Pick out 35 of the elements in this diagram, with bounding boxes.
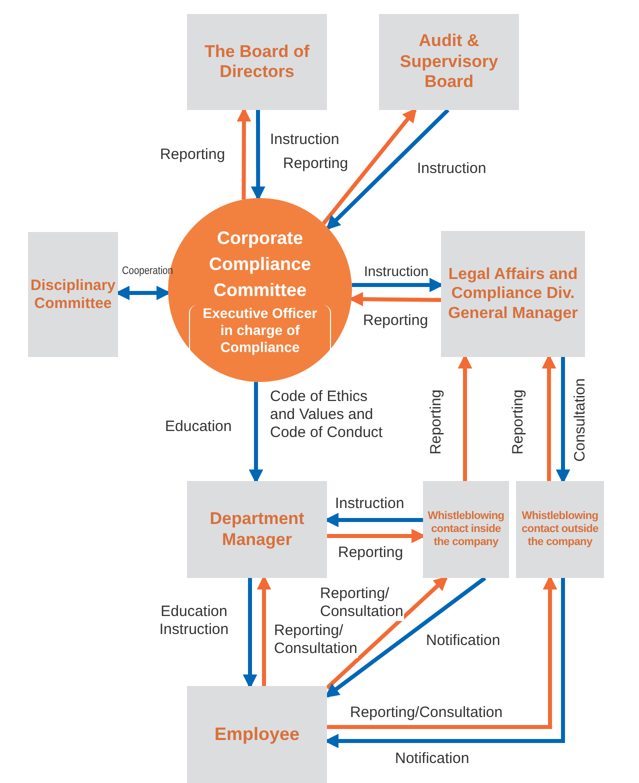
edge-label: Consultation	[572, 378, 590, 462]
committee-chair-note: Executive Officer in charge of Compliance	[189, 304, 331, 356]
edge-label: Reporting/ Consultation	[274, 622, 358, 658]
org-box	[423, 481, 509, 578]
arrow	[242, 578, 258, 689]
box-title: The Board of Directors	[204, 42, 310, 82]
arrow	[326, 108, 450, 230]
edge-label: Reporting	[510, 389, 528, 455]
box-title: Department Manager	[208, 509, 306, 550]
org-box	[28, 232, 118, 357]
box-title: Disciplinary Committee	[29, 276, 117, 312]
box-title: Legal Affairs and Compliance Div. General Manager	[447, 265, 579, 323]
org-box	[516, 481, 604, 578]
edge-label: Reporting/Consultation	[350, 704, 503, 722]
box-title: Whistleblowing contact inside the company	[426, 510, 506, 550]
arrow	[326, 576, 448, 690]
org-box	[441, 231, 585, 357]
edge-label: Reporting/ Consultation	[320, 585, 404, 621]
arrow	[248, 382, 264, 484]
org-box	[187, 14, 327, 110]
arrow	[322, 108, 417, 225]
edge-label: Reporting	[363, 312, 428, 330]
org-box	[187, 481, 327, 578]
box-title: Employee	[213, 724, 301, 746]
edge-label: Reporting	[428, 389, 446, 455]
box-title: Audit & Supervisory Board	[398, 31, 500, 93]
arrow	[250, 110, 266, 201]
committee-name: Corporate Compliance Committee	[208, 226, 312, 302]
edge-label: Reporting	[338, 544, 404, 562]
edge-label: Reporting	[283, 155, 348, 173]
org-box	[379, 14, 519, 110]
box-title: Whistleblowing contact outside the company	[520, 510, 600, 550]
arrow	[556, 357, 570, 484]
org-box	[187, 686, 327, 783]
edge-label: Reporting	[160, 146, 226, 164]
